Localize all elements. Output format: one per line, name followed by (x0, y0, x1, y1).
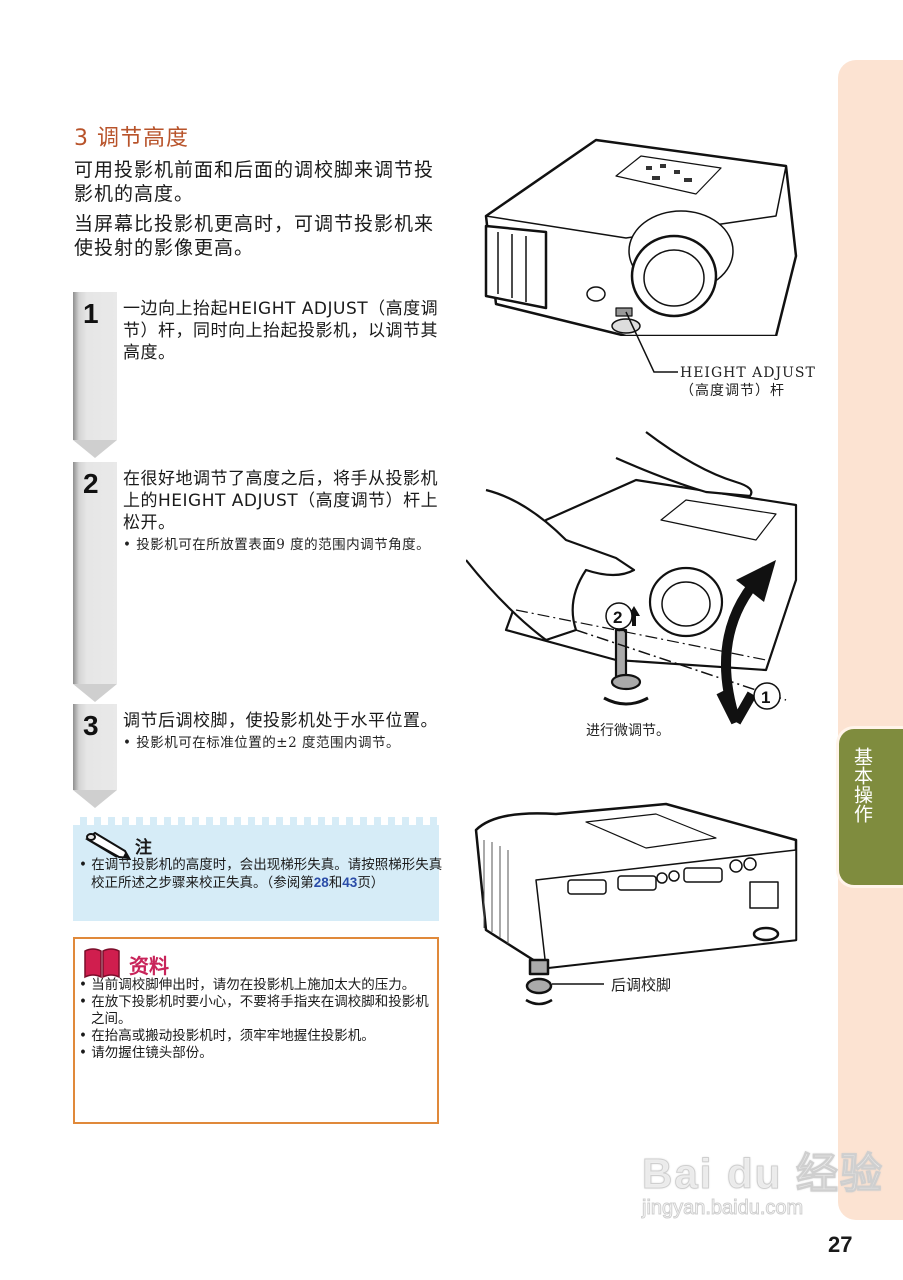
projector-adjust-illustration: 2 1 (466, 431, 798, 725)
step-instruction: 在很好地调节了高度之后，将手从投影机上的HEIGHT ADJUST（高度调节）杆… (123, 469, 439, 533)
watermark-url: jingyan.baidu.com (641, 1197, 804, 1220)
info-item: • 请勿握住镜头部份。 (79, 1045, 213, 1061)
step-bar (73, 462, 117, 702)
step-subnote: • 投影机可在标准位置的±2 度范围内调节。 (123, 735, 400, 751)
info-list: • 当前调校脚伸出时，请勿在投影机上施加太大的压力。 • 在放下投影机时要小心，… (79, 977, 429, 1062)
caption-line: （高度调节）杆 (680, 383, 785, 399)
book-icon (84, 948, 120, 979)
step-3: 3 调节后调校脚，使投影机处于水平位置。 • 投影机可在标准位置的±2 度范围内… (73, 704, 445, 808)
intro-text: 可用投影机前面和后面的调校脚来调节投影机的高度。 当屏幕比投影机更高时，可调节投… (74, 158, 446, 266)
note-text: • 在调节投影机的高度时，会出现梯形失真。请按照梯形失真校正所述之步骤来校正失真… (79, 857, 443, 892)
step-instruction: 一边向上抬起HEIGHT ADJUST（高度调节）杆，同时向上抬起投影机，以调节… (123, 299, 439, 363)
figure-1-caption: HEIGHT ADJUST （高度调节）杆 (680, 364, 816, 400)
step-1: 1 一边向上抬起HEIGHT ADJUST（高度调节）杆，同时向上抬起投影机，以… (73, 292, 445, 458)
leader-line (625, 311, 678, 373)
note-box: 注 • 在调节投影机的高度时，会出现梯形失真。请按照梯形失真校正所述之步骤来校正… (73, 817, 442, 921)
projector-front-illustration (484, 138, 798, 336)
intro-paragraph: 可用投影机前面和后面的调校脚来调节投影机的高度。 (74, 159, 435, 205)
marker-2: 2 (613, 608, 622, 627)
info-item: • 在放下投影机时要小心，不要将手指夹在调校脚和投影机之间。 (79, 994, 429, 1027)
watermark-brand: Bai du 经验 (641, 1150, 885, 1198)
info-item: • 在抬高或搬动投影机时，须牢牢地握住投影机。 (79, 1028, 375, 1044)
page-link-28[interactable]: 28 (313, 875, 329, 890)
note-text-part: 和 (328, 875, 343, 891)
side-tab-background (838, 60, 903, 1220)
baidu-watermark: Bai du 经验 jingyan.baidu.com (641, 1140, 885, 1220)
note-perforation (73, 817, 439, 825)
caption-line: HEIGHT ADJUST (680, 365, 816, 381)
info-title: 资料 (129, 954, 169, 978)
info-item: • 当前调校脚伸出时，请勿在投影机上施加太大的压力。 (79, 977, 416, 993)
note-text-part: • 在调节投影机的高度时，会出现梯形失真。请按照梯形失真校正所述之步骤来校正失真… (79, 857, 443, 891)
page-link-43[interactable]: 43 (342, 875, 358, 890)
step-bar (73, 292, 117, 458)
step-text: 一边向上抬起HEIGHT ADJUST（高度调节）杆，同时向上抬起投影机，以调节… (123, 298, 439, 364)
step-2: 2 在很好地调节了高度之后，将手从投影机上的HEIGHT ADJUST（高度调节… (73, 462, 445, 702)
note-text-part: 页） (357, 875, 385, 891)
step-bar (73, 704, 117, 808)
step-number: 2 (83, 468, 99, 499)
step-number: 1 (83, 298, 99, 329)
note-title: 注 (135, 838, 152, 858)
info-box: 资料 • 当前调校脚伸出时，请勿在投影机上施加太大的压力。 • 在放下投影机时要… (73, 937, 439, 1124)
figure-2-caption: 进行微调节。 (586, 723, 670, 739)
side-tab-basic-operation[interactable]: 基本操作 (836, 726, 903, 888)
step-number: 3 (83, 710, 99, 741)
intro-paragraph: 当屏幕比投影机更高时，可调节投影机来使投射的影像更高。 (74, 213, 435, 259)
section-title: 3 调节高度 (74, 126, 189, 151)
step-text: 调节后调校脚，使投影机处于水平位置。 • 投影机可在标准位置的±2 度范围内调节… (123, 710, 439, 752)
step-text: 在很好地调节了高度之后，将手从投影机上的HEIGHT ADJUST（高度调节）杆… (123, 468, 439, 554)
side-tab-label: 基本操作 (851, 747, 873, 823)
step-instruction: 调节后调校脚，使投影机处于水平位置。 (123, 711, 438, 731)
pencil-icon (85, 831, 131, 859)
projector-rear-illustration (474, 802, 798, 1006)
step-subnote: • 投影机可在所放置表面9 度的范围内调节角度。 (123, 537, 431, 553)
figure-3-caption: 后调校脚 (611, 976, 672, 994)
page-number: 27 (828, 1232, 853, 1257)
marker-1: 1 (761, 688, 770, 707)
